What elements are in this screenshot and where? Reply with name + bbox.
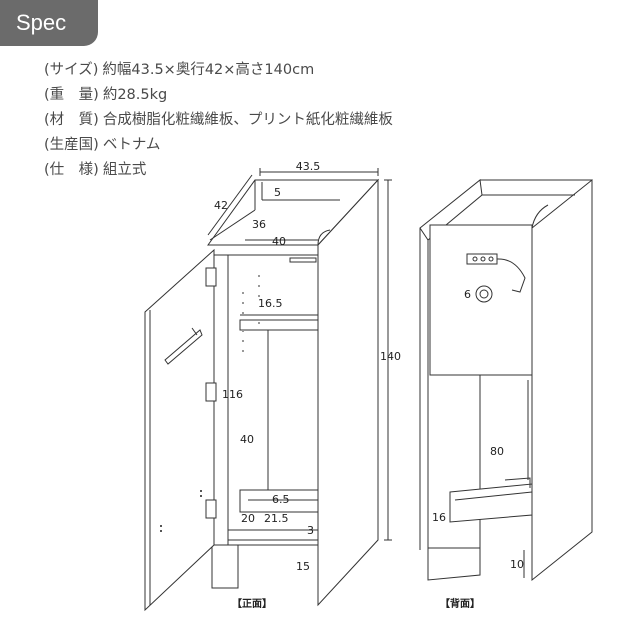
- dim-tray-b: 21.5: [264, 512, 289, 525]
- front-caption: 【正面】: [232, 597, 272, 610]
- dim-depth: 42: [214, 199, 228, 212]
- back-caption: 【背面】: [440, 597, 480, 610]
- spec-size-value: 約幅43.5×奥行42×高さ140cm: [102, 62, 315, 78]
- dim-back-height: 80: [490, 445, 504, 458]
- dim-tray-height: 6.5: [272, 493, 290, 506]
- spec-origin-label: (生産国): [44, 137, 99, 153]
- dim-door-height: 116: [222, 388, 243, 401]
- spec-weight: (重 量)約28.5kg: [44, 83, 393, 108]
- dim-tray-a: 20: [241, 512, 255, 525]
- dim-hole: 6: [464, 288, 471, 301]
- spec-material-value: 合成樹脂化粧繊維板、プリント紙化粧繊維板: [102, 112, 393, 128]
- dim-top-gap: 5: [274, 186, 281, 199]
- dim-base: 15: [296, 560, 310, 573]
- spec-style: (仕 様)組立式: [44, 158, 393, 183]
- spec-material: (材 質)合成樹脂化粧繊維板、プリント紙化粧繊維板: [44, 108, 393, 133]
- spec-origin-value: ベトナム: [102, 137, 161, 153]
- spec-list: (サイズ)約幅43.5×奥行42×高さ140cm (重 量)約28.5kg (材…: [44, 58, 393, 183]
- spec-style-value: 組立式: [102, 162, 147, 178]
- spec-tag: Spec: [0, 0, 98, 46]
- dim-shelf-gap: 16.5: [258, 297, 283, 310]
- dim-height: 140: [380, 350, 401, 363]
- spec-weight-value: 約28.5kg: [102, 87, 168, 103]
- spec-origin: (生産国)ベトナム: [44, 133, 393, 158]
- spec-size-label: (サイズ): [44, 62, 99, 78]
- dim-back-tray: 16: [432, 511, 446, 524]
- dim-inner-depth: 36: [252, 218, 266, 231]
- back-view: [419, 178, 593, 582]
- front-view: [144, 168, 392, 612]
- dim-width: 43.5: [296, 160, 321, 173]
- dim-inner-width: 40: [272, 235, 286, 248]
- spec-size: (サイズ)約幅43.5×奥行42×高さ140cm: [44, 58, 393, 83]
- spec-material-label: (材 質): [44, 112, 99, 128]
- dim-lower-width: 40: [240, 433, 254, 446]
- spec-style-label: (仕 様): [44, 162, 99, 178]
- spec-weight-label: (重 量): [44, 87, 99, 103]
- dim-tray-c: 3: [307, 524, 314, 537]
- dim-back-base: 10: [510, 558, 524, 571]
